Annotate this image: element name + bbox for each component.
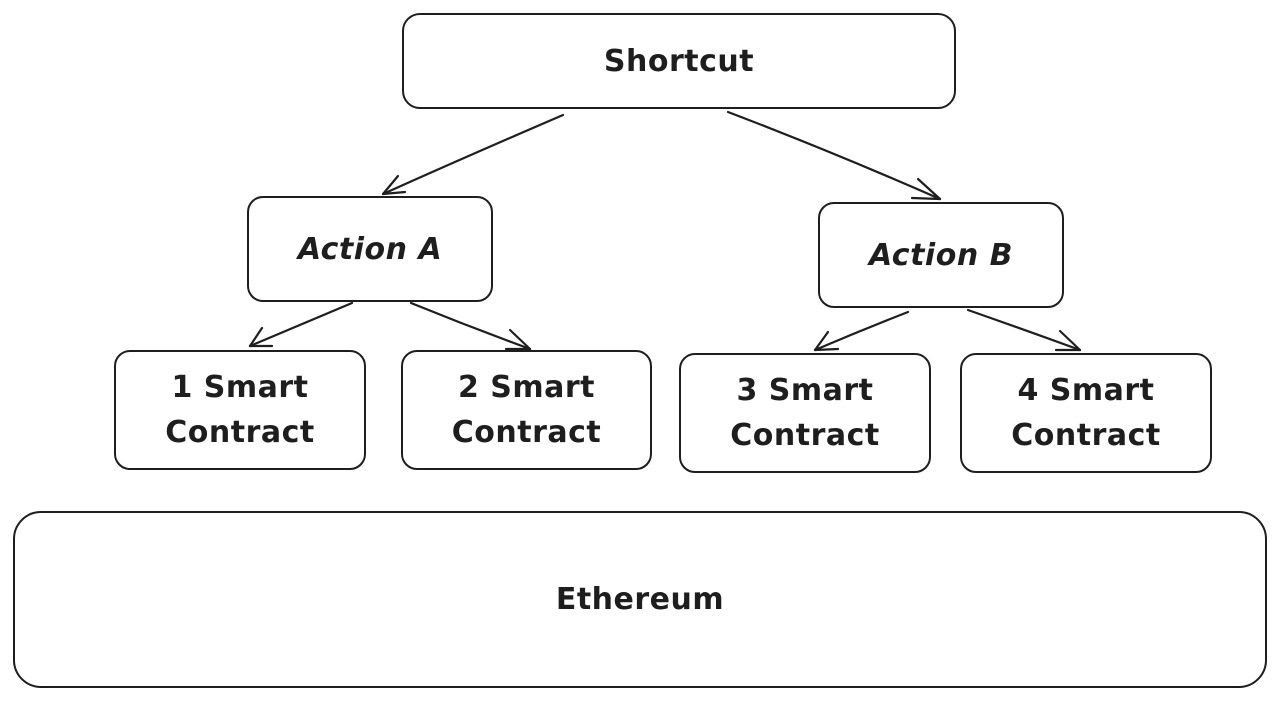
node-smart-contract-2-text: 2 Smart Contract bbox=[452, 365, 602, 455]
node-smart-contract-3: 3 Smart Contract bbox=[679, 353, 931, 473]
arrow-action-b-to-sc4 bbox=[966, 308, 1082, 352]
node-smart-contract-3-line2: Contract bbox=[730, 418, 880, 453]
node-smart-contract-3-line1: 3 Smart bbox=[736, 373, 874, 408]
node-action-a: Action A bbox=[247, 196, 493, 302]
node-ethereum-label: Ethereum bbox=[555, 582, 725, 617]
node-smart-contract-2-line1: 2 Smart bbox=[457, 370, 596, 405]
node-smart-contract-1-line1: 1 Smart bbox=[171, 370, 309, 405]
node-smart-contract-4-text: 4 Smart Contract bbox=[1011, 368, 1161, 458]
arrow-action-a-to-sc2 bbox=[409, 301, 532, 351]
node-shortcut: Shortcut bbox=[402, 13, 956, 109]
node-smart-contract-4-line1: 4 Smart bbox=[1017, 373, 1155, 408]
node-smart-contract-4-line2: Contract bbox=[1011, 418, 1161, 453]
node-smart-contract-4: 4 Smart Contract bbox=[960, 353, 1212, 473]
node-shortcut-label: Shortcut bbox=[603, 43, 755, 79]
node-action-a-label: Action A bbox=[297, 231, 443, 267]
arrow-shortcut-to-action-b bbox=[726, 110, 942, 201]
arrow-action-a-to-sc1 bbox=[248, 301, 354, 348]
node-smart-contract-1: 1 Smart Contract bbox=[114, 350, 366, 470]
node-smart-contract-2: 2 Smart Contract bbox=[401, 350, 652, 470]
arrow-action-b-to-sc3 bbox=[813, 310, 910, 352]
node-action-b: Action B bbox=[818, 202, 1064, 308]
node-ethereum: Ethereum bbox=[13, 511, 1267, 688]
node-action-b-label: Action B bbox=[869, 237, 1013, 273]
node-smart-contract-2-line2: Contract bbox=[451, 415, 602, 450]
node-smart-contract-1-line2: Contract bbox=[165, 415, 315, 450]
arrow-shortcut-to-action-a bbox=[381, 113, 565, 196]
node-smart-contract-1-text: 1 Smart Contract bbox=[165, 365, 315, 455]
node-smart-contract-3-text: 3 Smart Contract bbox=[730, 368, 880, 458]
